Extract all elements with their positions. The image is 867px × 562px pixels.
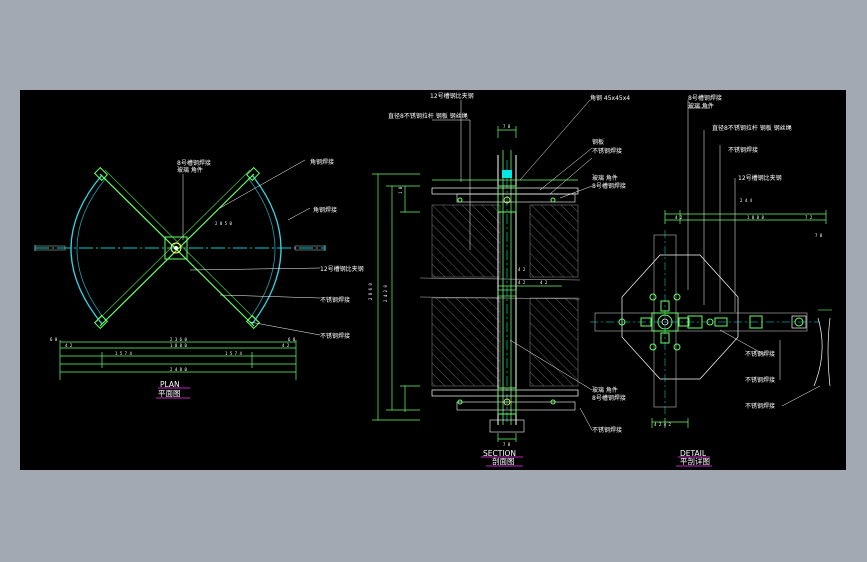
detail-label-t3: 直径8不锈钢拉杆 钢板 钢丝绳 [712,124,792,132]
detail-view: 2 4 4 1 8 8 8 7 2 7 8 4 2 4 2 4 2 [590,100,832,428]
svg-text:7 8: 7 8 [503,124,511,129]
plan-right-arc [251,174,282,325]
svg-text:1 5 7 4: 1 5 7 4 [115,351,132,356]
plan-subtitle: 平面图 [158,389,181,398]
plan-label-r1: 角钢焊接 [310,158,334,166]
plan-label-r4: 不锈钢焊接 [320,296,350,304]
plan-view: 6 0 2 3 6 0 6 0 4 2 1 8 0 0 4 2 1 5 7 4 … [34,159,326,380]
plan-dimensions [59,340,297,380]
plan-hub [164,236,188,260]
section-top-connector [497,185,517,213]
section-hatch-top-left [431,204,501,278]
svg-text:2 4 4: 2 4 4 [740,198,753,203]
svg-text:1 8 8 8: 1 8 8 8 [747,215,764,220]
section-label-r6: 玻璃 角件 [592,386,618,394]
detail-hub [651,312,679,332]
plan-left-arc [70,174,103,325]
svg-text:2 3 6 0: 2 3 6 0 [170,337,187,342]
svg-text:2 0 5 0: 2 0 5 0 [215,221,232,226]
svg-text:1 5 7 4: 1 5 7 4 [225,351,242,356]
plan-label-r5: 不锈钢焊接 [320,332,350,340]
svg-text:1 8 0 0: 1 8 0 0 [170,343,187,348]
section-label-r3: 不锈钢焊接 [592,147,622,155]
plan-label-r2: 角钢焊接 [313,206,337,214]
cad-drawing: 6 0 2 3 6 0 6 0 4 2 1 8 0 0 4 2 1 5 7 4 … [34,92,832,467]
svg-text:4 2: 4 2 [65,343,73,348]
section-subtitle: 剖面图 [492,456,515,466]
svg-text:7 8: 7 8 [815,233,823,238]
section-label-r1: 角钢 45x45x4 [590,94,630,102]
svg-text:7 2: 7 2 [805,215,813,220]
plan-label-top-2: 玻璃 角件 [177,166,203,174]
section-view: 2 8 6 0 2 4 2 0 7 8 7 8 1 8 4 2 4 2 4 2 [368,99,593,447]
detail-label-b3: 不锈钢焊接 [745,402,775,410]
svg-text:2 4 8 0: 2 4 8 0 [170,367,187,372]
plan-title: PLAN [160,380,180,389]
view-titles: PLAN 平面图 SECTION 剖面图 DETAIL 平剖详图 [156,380,712,467]
detail-label-t2: 玻璃 角件 [688,102,714,110]
detail-subtitle: 平剖详图 [680,456,710,466]
detail-label-t5: 12号槽钢比夹钢 [738,174,782,182]
detail-label-b1: 不锈钢焊接 [745,350,775,358]
plan-label-top-1: 8号槽钢焊接 [177,159,211,167]
drawing-canvas: 6 0 2 3 6 0 6 0 4 2 1 8 0 0 4 2 1 5 7 4 … [20,90,846,470]
svg-text:4 2: 4 2 [518,267,526,272]
section-label-r2: 钢板 [592,138,604,146]
section-label-r5: 8号槽钢焊接 [592,182,626,190]
svg-text:2 4 2 0: 2 4 2 0 [383,285,388,302]
section-dimensions [372,126,562,442]
plan-labels: 8号槽钢焊接 玻璃 角件 角钢焊接 角钢焊接 12号槽钢比夹钢 不锈钢焊接 不锈… [177,158,364,340]
svg-text:7 8: 7 8 [503,442,511,447]
detail-title: DETAIL [680,449,707,458]
plan-arm-2 [99,173,255,327]
detail-label-b2: 不锈钢焊接 [745,376,775,384]
section-label-r7: 8号槽钢焊接 [592,394,626,402]
detail-dimensions [651,210,827,428]
detail-label-t4: 不锈钢焊接 [728,146,758,154]
svg-text:2 8 6 0: 2 8 6 0 [368,283,373,300]
svg-text:4 2: 4 2 [675,215,683,220]
svg-text:1 8: 1 8 [398,186,403,194]
svg-text:4 2: 4 2 [540,280,548,285]
section-title: SECTION [483,449,516,458]
detail-octagon [621,254,739,380]
section-label-r4: 玻璃 角件 [592,174,618,182]
svg-text:6 0: 6 0 [288,337,296,342]
section-label-l2: 直径8不锈钢拉杆 钢板 钢丝绳 [388,112,468,120]
section-bottom-connector [497,387,517,415]
section-label-l1: 12号槽钢比夹钢 [430,92,474,100]
svg-text:4 2: 4 2 [518,280,526,285]
plan-label-r3: 12号槽钢比夹钢 [320,265,364,273]
svg-text:4 2: 4 2 [282,343,290,348]
detail-labels: 8号槽钢焊接 玻璃 角件 直径8不锈钢拉杆 钢板 钢丝绳 不锈钢焊接 12号槽钢… [688,94,792,410]
svg-text:4 2 4 2: 4 2 4 2 [654,422,671,427]
section-labels: 12号槽钢比夹钢 直径8不锈钢拉杆 钢板 钢丝绳 角钢 45x45x4 钢板 不… [388,92,630,434]
detail-label-t1: 8号槽钢焊接 [688,94,722,102]
section-label-r8: 不锈钢焊接 [592,426,622,434]
svg-text:6 0: 6 0 [50,337,58,342]
